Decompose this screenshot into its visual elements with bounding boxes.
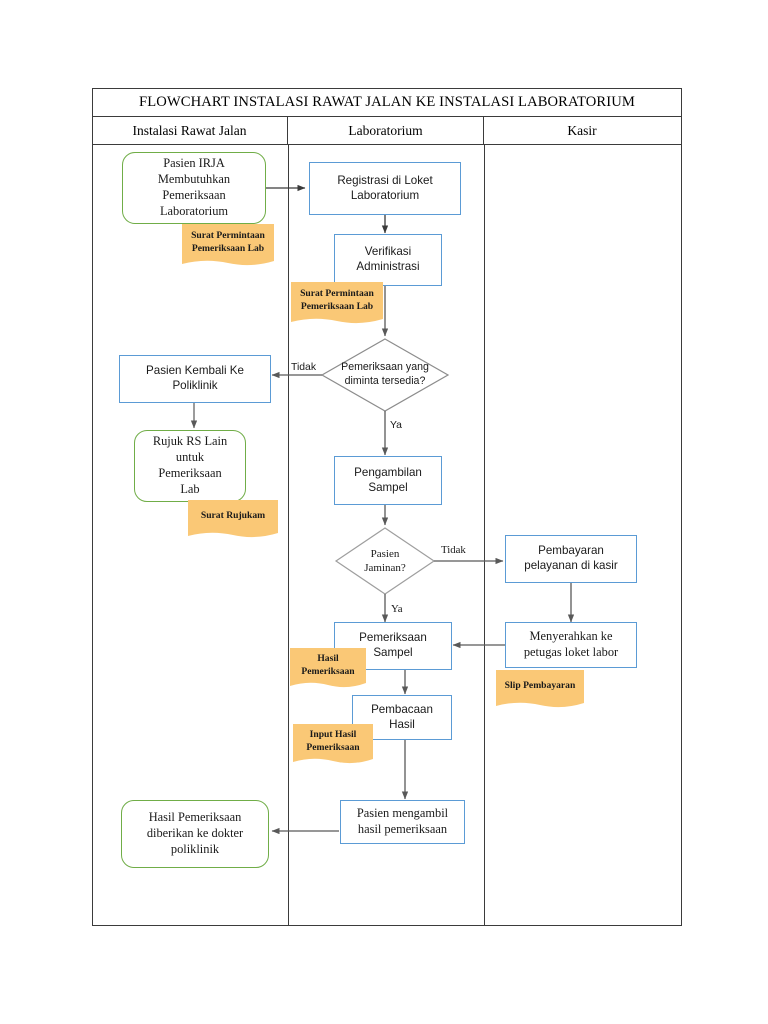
- node-label: Pasien mengambil hasil pemeriksaan: [356, 806, 449, 836]
- page-title: FLOWCHART INSTALASI RAWAT JALAN KE INSTA…: [139, 93, 635, 110]
- lane-header-label: Instalasi Rawat Jalan: [132, 122, 247, 138]
- edge-label-tidak-jaminan: Tidak: [441, 544, 466, 556]
- node-label: Pasien IRJA Membutuhkan Pemeriksaan Labo…: [157, 156, 231, 218]
- lane-separator-2: [484, 145, 485, 926]
- node-label: Pengambilan Sampel: [354, 465, 422, 494]
- lane-separator-1: [288, 145, 289, 926]
- edge-label-tidak-pemeriksaan: Tidak: [291, 362, 317, 373]
- node-menyerahkan-petugas-loket[interactable]: Menyerahkan ke petugas loket labor: [505, 622, 637, 668]
- node-rujuk-rs-lain[interactable]: Rujuk RS Lain untuk Pemeriksaan Lab: [134, 430, 246, 502]
- edge-label-ya-pemeriksaan: Ya: [390, 420, 402, 431]
- lane-header-kasir: Kasir: [484, 117, 680, 144]
- node-decision-pemeriksaan-tersedia[interactable]: Pemeriksaan yang diminta tersedia?: [328, 358, 442, 392]
- note-surat-permintaan-1: Surat Permintaan Pemeriksaan Lab: [182, 224, 274, 268]
- lane-header-label: Kasir: [567, 122, 597, 138]
- node-pengambilan-sampel[interactable]: Pengambilan Sampel: [334, 456, 442, 505]
- node-registrasi-loket[interactable]: Registrasi di Loket Laboratorium: [309, 162, 461, 215]
- node-label: Registrasi di Loket Laboratorium: [337, 173, 433, 202]
- node-label: Menyerahkan ke petugas loket labor: [523, 629, 619, 659]
- node-label: Pemeriksaan yang diminta tersedia?: [341, 361, 429, 387]
- node-verifikasi-administrasi[interactable]: Verifikasi Administrasi: [334, 234, 442, 286]
- node-label: Verifikasi Administrasi: [356, 245, 420, 273]
- note-input-hasil-pemeriksaan: Input Hasil Pemeriksaan: [293, 724, 373, 766]
- node-label: Pasien Kembali Ke Poliklinik: [146, 364, 244, 392]
- note-surat-rujukam: Surat Rujukam: [188, 500, 278, 540]
- node-pasien-kembali-poliklinik[interactable]: Pasien Kembali Ke Poliklinik: [119, 355, 271, 403]
- node-decision-pasien-jaminan[interactable]: Pasien Jaminan?: [348, 545, 422, 577]
- node-hasil-diberikan-dokter[interactable]: Hasil Pemeriksaan diberikan ke dokter po…: [121, 800, 269, 868]
- node-pembayaran-kasir[interactable]: Pembayaran pelayanan di kasir: [505, 535, 637, 583]
- diagram-title-row: FLOWCHART INSTALASI RAWAT JALAN KE INSTA…: [92, 88, 682, 117]
- lane-header-label: Laboratorium: [348, 122, 423, 138]
- lane-header-row: Instalasi Rawat Jalan Laboratorium Kasir: [92, 117, 682, 145]
- swimlane-table-frame: [92, 88, 682, 926]
- edge-label-ya-jaminan: Ya: [391, 603, 403, 615]
- node-label: Pembacaan Hasil: [371, 702, 433, 731]
- note-hasil-pemeriksaan: Hasil Pemeriksaan: [290, 648, 366, 690]
- node-label: Pembayaran pelayanan di kasir: [524, 544, 618, 572]
- node-label: Pemeriksaan Sampel: [359, 631, 427, 659]
- node-label: Pasien Jaminan?: [364, 547, 406, 574]
- node-pasien-irja[interactable]: Pasien IRJA Membutuhkan Pemeriksaan Labo…: [122, 152, 266, 224]
- node-label: Rujuk RS Lain untuk Pemeriksaan Lab: [152, 434, 228, 496]
- note-slip-pembayaran: Slip Pembayaran: [496, 670, 584, 710]
- note-surat-permintaan-2: Surat Permintaan Pemeriksaan Lab: [291, 282, 383, 326]
- lane-header-laboratorium: Laboratorium: [288, 117, 484, 144]
- lane-header-instalasi-rawat-jalan: Instalasi Rawat Jalan: [92, 117, 288, 144]
- node-pasien-mengambil-hasil[interactable]: Pasien mengambil hasil pemeriksaan: [340, 800, 465, 844]
- node-label: Hasil Pemeriksaan diberikan ke dokter po…: [146, 810, 244, 856]
